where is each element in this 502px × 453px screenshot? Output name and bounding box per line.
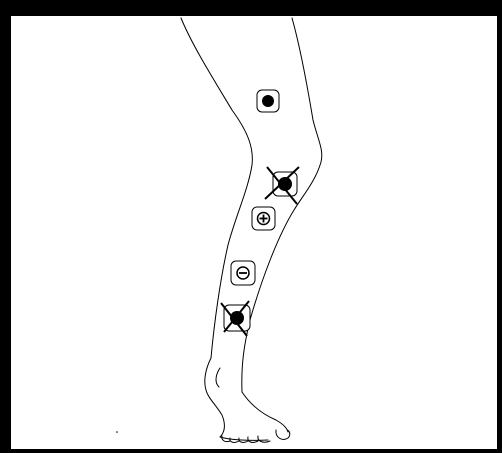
electrode-mid-shin-minus (231, 261, 255, 285)
drawing-area (11, 16, 497, 449)
speck (116, 431, 118, 433)
dot-marker (262, 95, 274, 107)
electrode-thigh-dot (257, 90, 279, 112)
electrode-lower-shin-crossed (221, 301, 250, 336)
electrode-upper-shin-plus (252, 207, 275, 230)
